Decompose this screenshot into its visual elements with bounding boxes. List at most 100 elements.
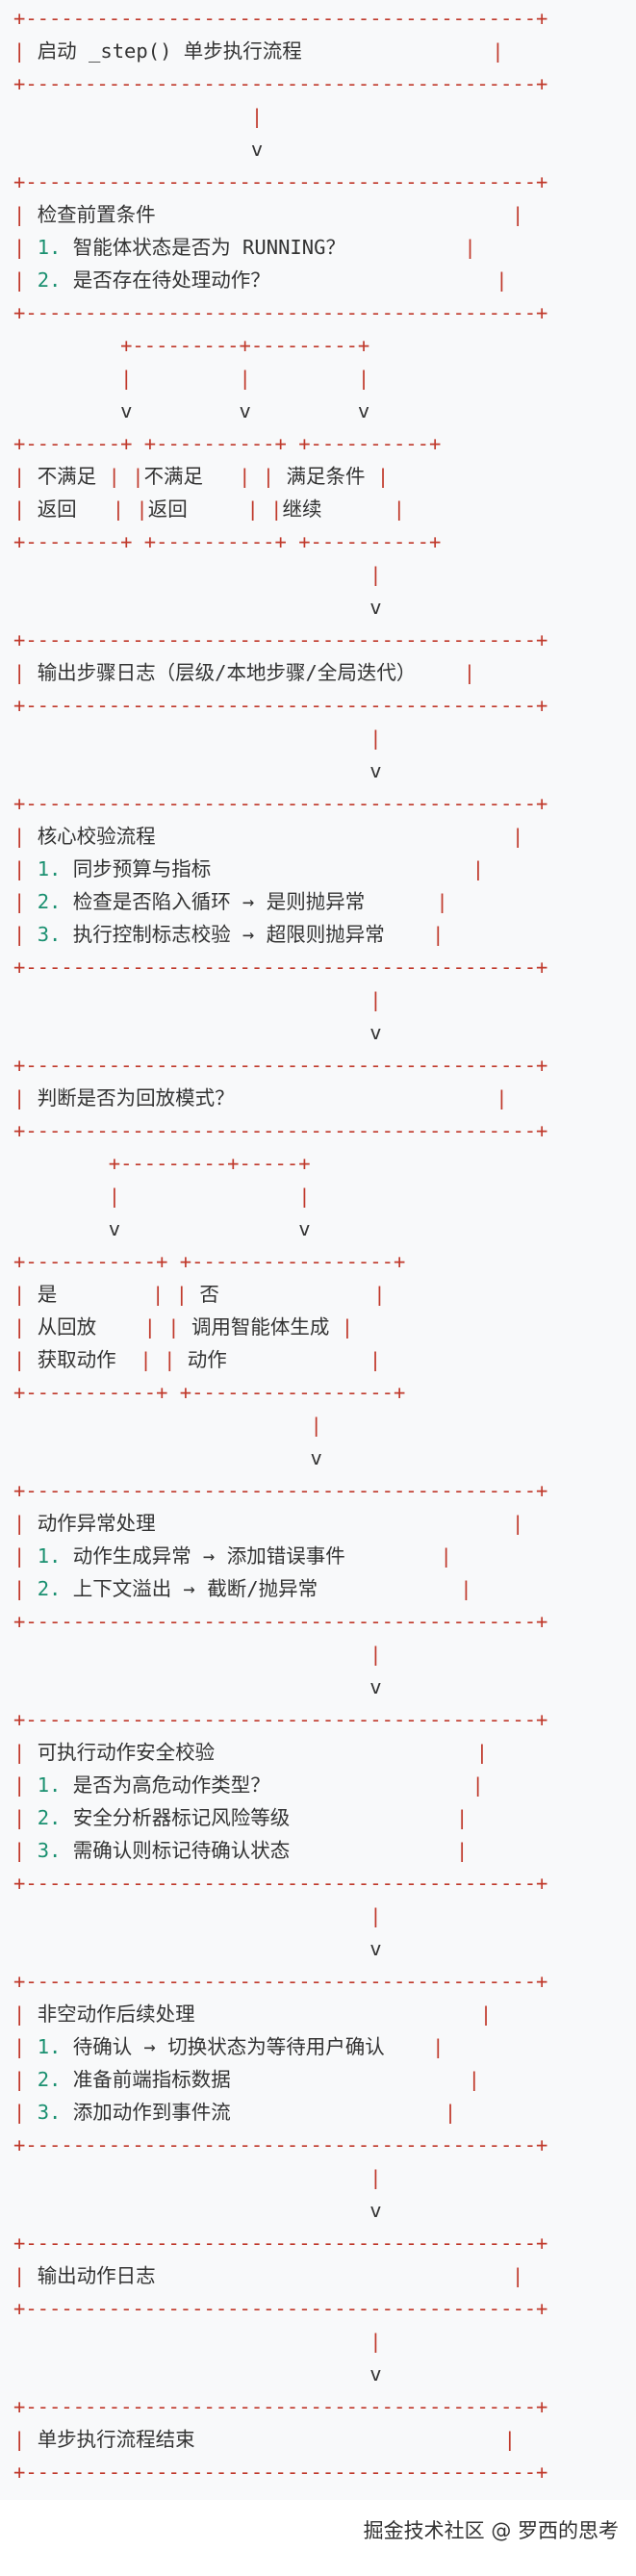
branch2-yes-line3: 获取动作 (37, 1348, 116, 1371)
branch1-left-action: 返回 (37, 497, 77, 521)
arrow-down: v (13, 138, 264, 161)
branch1-middle-action: 返回 (147, 497, 188, 521)
fork2-line: +---------+-----+ (13, 1152, 311, 1175)
exception-item-1: | 1. 动作生成异常 → 添加错误事件 | (13, 1544, 452, 1568)
replay-box: | 判断是否为回放模式？ | (13, 1086, 508, 1109)
arrow-down: v (13, 596, 382, 619)
core-title-row: | 核心校验流程 | (13, 825, 524, 848)
arrow-down: v (13, 1021, 382, 1044)
fork1-stems: | | | (13, 367, 370, 390)
branch2-top: +-----------+ +-----------------+ (13, 1250, 406, 1273)
connector: | (13, 563, 382, 586)
connector: | (13, 1643, 382, 1666)
fork1-line: +---------+---------+ (13, 334, 370, 357)
end-box: | 单步执行流程结束 | (13, 2428, 516, 2451)
connector: | (13, 988, 382, 1011)
arrow-down: v (13, 759, 382, 782)
branch2-bottom: +-----------+ +-----------------+ (13, 1381, 406, 1404)
core-item-2: | 2. 检查是否陷入循环 → 是则抛异常 | (13, 890, 448, 913)
branch2-line2-row: | 从回放 | | 调用智能体生成 | (13, 1315, 354, 1339)
arrow-down: v (13, 1937, 382, 1960)
branch2-no-line2: 调用智能体生成 (191, 1315, 330, 1339)
start-box-bottom: +---------------------------------------… (13, 72, 548, 95)
footer: 掘金技术社区 @ 罗西的思考 (0, 2500, 636, 2576)
ascii-diagram-panel: +---------------------------------------… (13, 2, 548, 2488)
log-step-label: 输出步骤日志（层级/本地步骤/全局迭代） (37, 661, 417, 684)
branch1-bottom: +--------+ +----------+ +----------+ (13, 530, 442, 553)
arrow-down: v (13, 1675, 382, 1698)
logaction-box-top: +---------------------------------------… (13, 2232, 548, 2255)
core-title: 核心校验流程 (37, 825, 156, 848)
arrow-down: v (13, 1446, 322, 1469)
branch1-middle-cond: 不满足 (143, 465, 204, 488)
safety-title: 可执行动作安全校验 (37, 1741, 216, 1764)
safety-title-row: | 可执行动作安全校验 | (13, 1741, 489, 1764)
followup-item-1: | 1. 待确认 → 切换状态为等待用户确认 | (13, 2035, 445, 2058)
connector: | (13, 727, 382, 750)
arrow-down: v (13, 2362, 382, 2385)
followup-box-top: +---------------------------------------… (13, 1970, 548, 1993)
fork1-arrows: v v v (13, 399, 370, 422)
precond-box-top: +---------------------------------------… (13, 170, 548, 193)
logstep-box-top: +---------------------------------------… (13, 628, 548, 651)
precond-box-bottom: +---------------------------------------… (13, 301, 548, 324)
branch1-cond-row: | 不满足 | |不满足 | | 满足条件 | (13, 465, 390, 488)
replay-box-top: +---------------------------------------… (13, 1054, 548, 1077)
followup-title: 非空动作后续处理 (37, 2002, 195, 2026)
connector: | (13, 1414, 322, 1437)
branch2-label-row: | 是 | | 否 | (13, 1283, 386, 1306)
exception-title: 动作异常处理 (37, 1512, 156, 1535)
watermark: 掘金技术社区 @ 罗西的思考 (363, 2519, 619, 2542)
core-item-1: | 1. 同步预算与指标 | (13, 857, 485, 880)
safety-box-bottom: +---------------------------------------… (13, 1872, 548, 1895)
logstep-box: | 输出步骤日志（层级/本地步骤/全局迭代） | (13, 661, 476, 684)
followup-title-row: | 非空动作后续处理 | (13, 2002, 493, 2026)
safety-item-1: | 1. 是否为高危动作类型？ | (13, 1773, 484, 1797)
precond-title: 检查前置条件 (37, 203, 156, 226)
branch2-no-label: 否 (199, 1283, 219, 1306)
followup-box-bottom: +---------------------------------------… (13, 2133, 548, 2156)
replay-question: 判断是否为回放模式？ (37, 1086, 235, 1109)
precond-item-1: | 1. 智能体状态是否为 RUNNING？ | (13, 236, 476, 259)
start-box-top: +---------------------------------------… (13, 7, 548, 30)
branch1-right-cond: 满足条件 (286, 465, 366, 488)
safety-box-top: +---------------------------------------… (13, 1708, 548, 1731)
precond-item-2: | 2. 是否存在待处理动作？ | (13, 268, 508, 292)
start-box: | 启动 _step() 单步执行流程 | (13, 39, 504, 63)
exception-box-top: +---------------------------------------… (13, 1479, 548, 1502)
core-box-bottom: +---------------------------------------… (13, 956, 548, 979)
flow-diagram: +---------------------------------------… (13, 2, 547, 2488)
exception-item-2: | 2. 上下文溢出 → 截断/抛异常 | (13, 1577, 472, 1600)
exception-box-bottom: +---------------------------------------… (13, 1610, 548, 1633)
core-box-top: +---------------------------------------… (13, 792, 548, 815)
logaction-box: | 输出动作日志 | (13, 2264, 524, 2287)
precond-title-row: | 检查前置条件 | (13, 203, 524, 226)
replay-box-bottom: +---------------------------------------… (13, 1119, 548, 1142)
logaction-box-bottom: +---------------------------------------… (13, 2297, 548, 2320)
core-item-3: | 3. 执行控制标志校验 → 超限则抛异常 | (13, 923, 445, 946)
exception-title-row: | 动作异常处理 | (13, 1512, 524, 1535)
safety-item-3: | 3. 需确认则标记待确认状态 | (13, 1839, 469, 1862)
branch1-action-row: | 返回 | |返回 | |继续 | (13, 497, 405, 521)
branch1-right-action: 继续 (282, 497, 322, 521)
branch2-line3-row: | 获取动作 | | 动作 | (13, 1348, 382, 1371)
followup-item-3: | 3. 添加动作到事件流 | (13, 2101, 457, 2124)
fork2-arrows: v v (13, 1217, 311, 1240)
connector: | (13, 2330, 382, 2353)
branch2-yes-line2: 从回放 (37, 1315, 97, 1339)
branch2-yes-label: 是 (37, 1283, 58, 1306)
arrow-down: v (13, 2199, 382, 2222)
connector: | (13, 105, 264, 128)
end-box-top: +---------------------------------------… (13, 2395, 548, 2418)
end-box-bottom: +---------------------------------------… (13, 2461, 548, 2484)
connector: | (13, 1904, 382, 1927)
logstep-box-bottom: +---------------------------------------… (13, 694, 548, 717)
followup-item-2: | 2. 准备前端指标数据 | (13, 2068, 480, 2091)
connector: | (13, 2166, 382, 2189)
fork2-stems: | | (13, 1185, 311, 1208)
branch1-top: +--------+ +----------+ +----------+ (13, 432, 442, 455)
start-label: 启动 _step() 单步执行流程 (37, 39, 302, 63)
log-action-label: 输出动作日志 (37, 2264, 156, 2287)
branch2-no-line3: 动作 (187, 1348, 227, 1371)
end-label: 单步执行流程结束 (37, 2428, 195, 2451)
